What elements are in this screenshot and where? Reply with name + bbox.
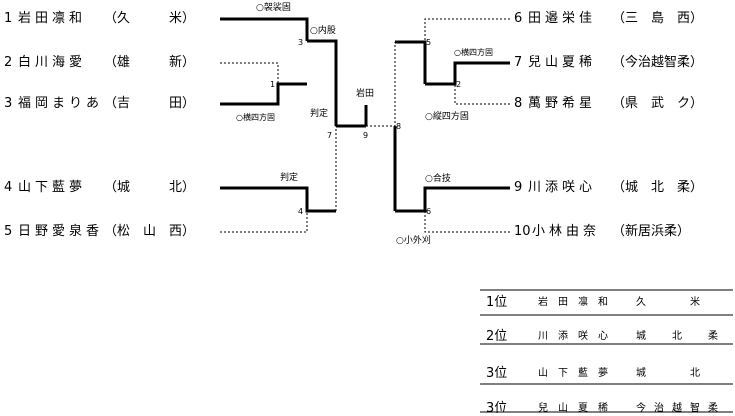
entry-seed: 2	[4, 55, 13, 70]
ranking-school: 久 米	[636, 297, 708, 308]
entry-seed: 5	[4, 224, 13, 239]
entry-seed: 1	[4, 11, 13, 26]
ranking-row-3: 3位 山下藍夢 城 北	[486, 362, 700, 381]
bracket-line-1	[220, 17, 309, 41]
bracket-line-m5	[395, 40, 427, 84]
entry-name: 川添咲心	[528, 180, 597, 195]
bracket-line-8	[454, 84, 510, 105]
ranking-name: 川添咲心	[538, 331, 618, 342]
entry-name: 山下藍夢	[18, 180, 87, 195]
entry-name: 兒山夏稀	[528, 55, 597, 70]
entry-school: 久 米	[117, 11, 183, 26]
entry-school: 吉 田	[117, 96, 183, 111]
entry-seed: 4	[4, 180, 13, 195]
entry-school: 県 武 ク	[625, 96, 691, 111]
result-m2: ○横四方固	[454, 48, 493, 57]
match-number: 2	[456, 80, 462, 89]
match-number: 6	[426, 207, 432, 216]
entry-seed: 3	[4, 96, 13, 111]
ranking-place: 3位	[486, 366, 508, 381]
entry-school: 新居浜柔	[625, 224, 678, 239]
result-m6b: ○小外刈	[396, 236, 431, 246]
entry-seed: 6	[514, 11, 523, 26]
bracket-line-3	[220, 82, 307, 106]
match-number: 5	[426, 38, 432, 47]
result-final-winner: 岩田	[356, 89, 375, 99]
ranking-place: 1位	[486, 295, 508, 310]
entry-seed: 10	[514, 224, 531, 239]
match-number: 7	[327, 131, 333, 140]
entry-name: 白川海愛	[18, 55, 87, 70]
ranking-school: 今治越智柔	[636, 403, 726, 414]
result-m3: ○袈裟固	[256, 3, 291, 13]
match-number: 9	[363, 131, 369, 140]
ranking-school: 城 北	[636, 368, 708, 379]
result-m1: ○横四方固	[236, 113, 275, 122]
bracket-line-4	[220, 186, 336, 213]
bracket-line-9	[395, 186, 510, 213]
entry-school: 城 北 柔	[625, 180, 691, 195]
bracket-line-5	[220, 211, 308, 233]
ranking-name: 岩田凛和	[538, 297, 618, 308]
ranking-school: 城 北 柔	[636, 331, 726, 342]
entry-name: 福岡まりあ	[18, 96, 104, 111]
entry-seed: 9	[514, 180, 523, 195]
ranking-place: 3位	[486, 401, 508, 416]
bracket-line-m3	[307, 39, 338, 126]
ranking-row-1: 1位 岩田凛和 久 米	[486, 291, 700, 310]
entry-seed: 8	[514, 96, 523, 111]
match-number: 3	[298, 38, 304, 47]
entry-school: 今治越智柔	[625, 55, 691, 70]
entry-name: 田邉栄佳	[528, 11, 597, 26]
entry-school: 松 山 西	[117, 224, 183, 239]
result-m4: 判定	[280, 173, 299, 183]
entry-name: 小林由奈	[532, 224, 601, 239]
entry-name: 岩田凛和	[18, 11, 87, 26]
result-m7: 判定	[310, 109, 329, 119]
ranking-name: 山下藍夢	[538, 368, 618, 379]
result-m6: ○合技	[425, 174, 451, 184]
bracket-line-right-final	[366, 42, 396, 127]
entry-right-10: 10小林由奈 （新居浜柔）	[514, 224, 691, 239]
match-number: 1	[270, 80, 276, 89]
match-number: 8	[396, 122, 402, 131]
ranking-row-2: 2位 川添咲心 城 北 柔	[486, 325, 718, 344]
entry-name: 萬野希星	[528, 96, 597, 111]
bracket-line-2	[220, 62, 279, 84]
ranking-row-4: 3位 兒山夏稀 今治越智柔	[486, 397, 718, 416]
bracket-line-6	[424, 18, 510, 42]
ranking-name: 兒山夏稀	[538, 403, 618, 414]
entry-school: 城 北	[117, 180, 183, 195]
result-m8: ○内股	[310, 26, 336, 36]
ranking-place: 2位	[486, 329, 508, 344]
bracket-line-7	[425, 61, 510, 86]
result-m5: ○縦四方固	[425, 112, 469, 122]
entry-seed: 7	[514, 55, 523, 70]
entry-school: 雄 新	[117, 55, 183, 70]
bracket-line-10	[424, 211, 510, 233]
entry-name: 日野愛泉香	[18, 224, 104, 239]
entry-school: 三 島 西	[625, 11, 691, 26]
match-number: 4	[298, 207, 304, 216]
